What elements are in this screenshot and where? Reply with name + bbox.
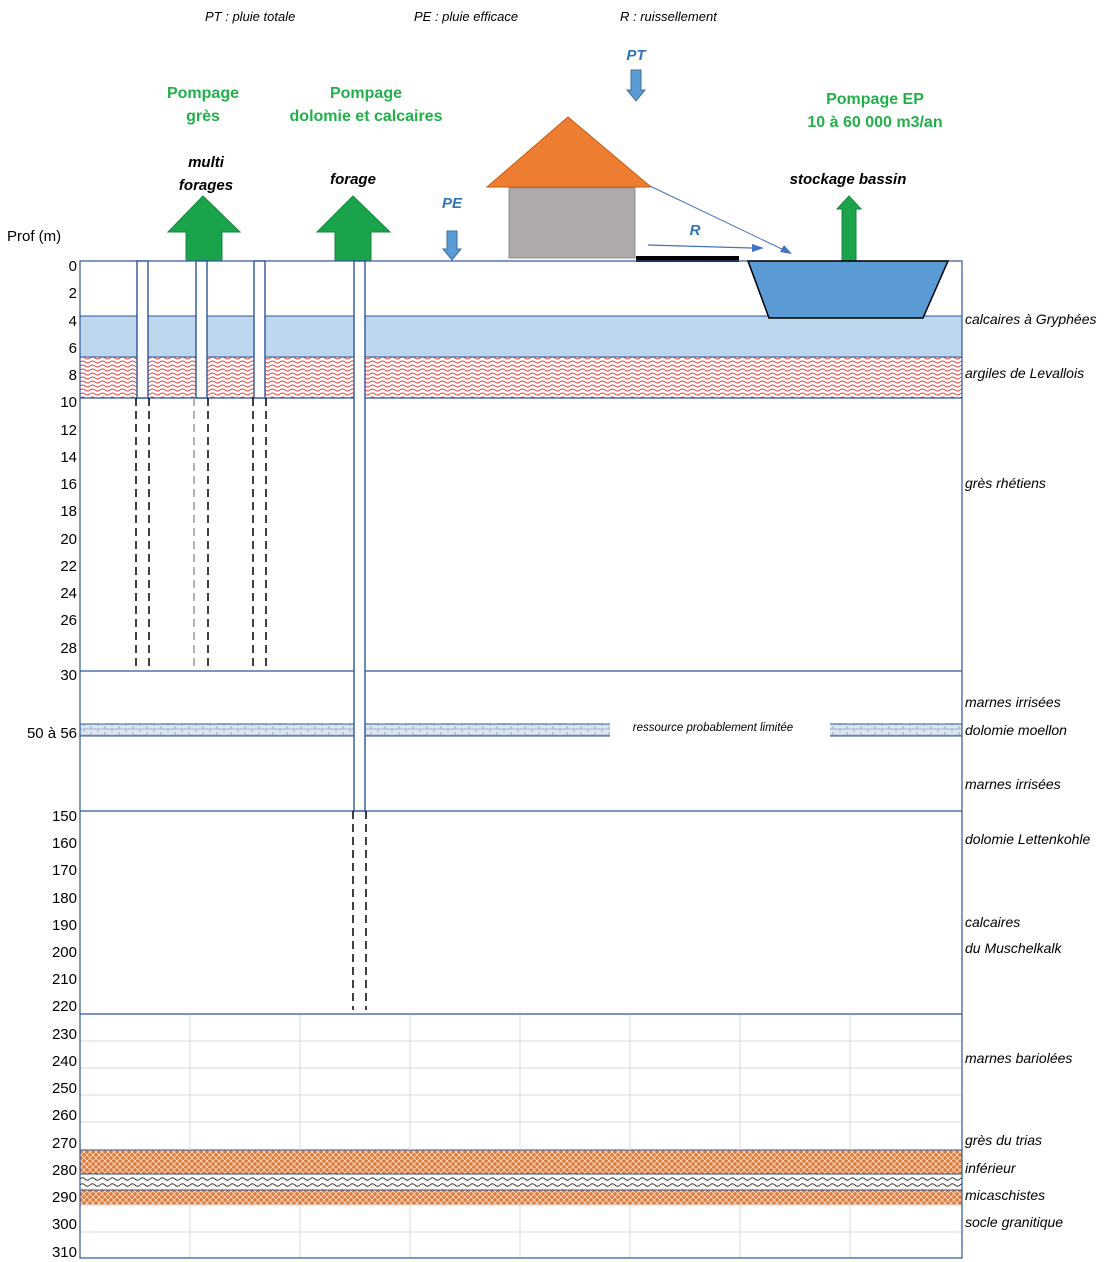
layer-label-inferieur: inférieur — [965, 1160, 1017, 1176]
multi-forages-line1: multi — [188, 154, 225, 171]
depth-tick-label: 18 — [60, 503, 77, 520]
depth-tick-label: 24 — [60, 585, 77, 602]
layer-label-muschelkalk: du Muschelkalk — [965, 940, 1062, 956]
depth-tick-label: 220 — [52, 998, 77, 1015]
layer-label-micaschistes: micaschistes — [965, 1187, 1045, 1203]
depth-tick-label: 190 — [52, 917, 77, 934]
pt-label: PT — [626, 47, 647, 64]
depth-tick-label: 12 — [60, 422, 77, 439]
layer-micaschistes — [79, 1173, 963, 1191]
well-1 — [136, 260, 149, 399]
pompage-ep-line1: Pompage EP — [826, 91, 924, 108]
depth-tick-label: 20 — [60, 531, 77, 548]
layer-label-marnes-bariolees: marnes bariolées — [965, 1050, 1072, 1066]
depth-tick-label: 6 — [69, 340, 77, 357]
lower-grid — [80, 1014, 962, 1258]
well-2 — [195, 260, 208, 399]
depth-tick-label: 0 — [69, 258, 77, 275]
forage-tube — [353, 260, 366, 812]
depth-tick-label: 30 — [60, 667, 77, 684]
pump-ep-arrow-icon — [835, 195, 863, 262]
depth-tick-label: 260 — [52, 1107, 77, 1124]
depth-tick-label: 310 — [52, 1244, 77, 1261]
wells-gres-screens — [135, 398, 267, 671]
runoff-arrows — [647, 185, 792, 254]
depth-tick-label: 8 — [69, 367, 77, 384]
well-3 — [253, 260, 266, 399]
depth-tick-label: 16 — [60, 476, 77, 493]
annotation-resource: ressource probablement limitée — [633, 722, 793, 734]
wells-gres — [136, 260, 266, 399]
stockage-label: stockage bassin — [790, 171, 907, 188]
layer-label-socle: socle granitique — [965, 1214, 1063, 1230]
pt-arrow-icon — [625, 69, 647, 102]
pompage-dolomie-line1: Pompage — [330, 85, 402, 102]
strata — [79, 315, 963, 1206]
layer-label-marnes-1: marnes irrisées — [965, 694, 1061, 710]
depth-tick-label: 150 — [52, 808, 77, 825]
pompage-gres-line2: grès — [186, 108, 220, 125]
annotation-gap — [610, 722, 830, 738]
pompage-ep-line2: 10 à 60 000 m3/an — [807, 114, 942, 131]
pump-dolomie-arrow-icon — [315, 195, 392, 262]
depth-tick-label: 240 — [52, 1053, 77, 1070]
frame — [79, 260, 963, 1259]
depth-tick-label: 28 — [60, 640, 77, 657]
layer-label-levallois: argiles de Levallois — [965, 365, 1084, 381]
depth-tick-label: 160 — [52, 835, 77, 852]
depth-tick-label: 210 — [52, 971, 77, 988]
layer-label-calcaires: calcaires — [965, 914, 1020, 930]
forage-deep — [352, 260, 367, 1010]
layer-label-gres-rhetiens: grès rhétiens — [965, 475, 1046, 491]
basin-icon — [746, 260, 950, 319]
legend-pt: PT : pluie totale — [205, 9, 295, 24]
depth-tick-label: 4 — [69, 313, 77, 330]
pe-label: PE — [442, 195, 463, 212]
layer-argiles-levallois — [79, 356, 963, 399]
depth-tick-label: 14 — [60, 449, 77, 466]
depth-tick-label: 230 — [52, 1026, 77, 1043]
house-icon — [485, 116, 653, 259]
legend-pe: PE : pluie efficace — [414, 9, 518, 24]
r-label: R — [690, 222, 701, 239]
pe-arrow-icon — [441, 230, 463, 261]
depth-tick-label: 22 — [60, 558, 77, 575]
legend-r: R : ruissellement — [620, 9, 718, 24]
layer-label-lettenkohle: dolomie Lettenkohle — [965, 831, 1091, 847]
depth-tick-label: 270 — [52, 1135, 77, 1152]
layer-label-gres-trias: grès du trias — [965, 1132, 1042, 1148]
depth-tick-label: 10 — [60, 394, 77, 411]
layer-calcaires-gryphees — [79, 315, 963, 358]
forage-label: forage — [330, 171, 376, 188]
depth-tick-label: 26 — [60, 612, 77, 629]
pompage-gres-line1: Pompage — [167, 85, 239, 102]
depth-tick-label: 290 — [52, 1189, 77, 1206]
depth-tick-label: 50 à 56 — [27, 725, 77, 742]
depth-tick-label: 200 — [52, 944, 77, 961]
depth-tick-label: 2 — [69, 285, 77, 302]
depth-tick-label: 170 — [52, 862, 77, 879]
axis-title: Prof (m) — [7, 228, 61, 245]
pump-gres-arrow-icon — [166, 195, 242, 262]
layer-label-marnes-2: marnes irrisées — [965, 776, 1061, 792]
layer-label-dolomie-moellon: dolomie moellon — [965, 722, 1067, 738]
depth-tick-label: 280 — [52, 1162, 77, 1179]
paved-surface — [636, 256, 739, 262]
multi-forages-line2: forages — [179, 177, 233, 194]
depth-tick-label: 180 — [52, 890, 77, 907]
depth-tick-label: 250 — [52, 1080, 77, 1097]
depth-tick-label: 300 — [52, 1216, 77, 1233]
layer-label-gryphees: calcaires à Gryphées — [965, 311, 1097, 327]
pompage-dolomie-line2: dolomie et calcaires — [290, 108, 443, 125]
